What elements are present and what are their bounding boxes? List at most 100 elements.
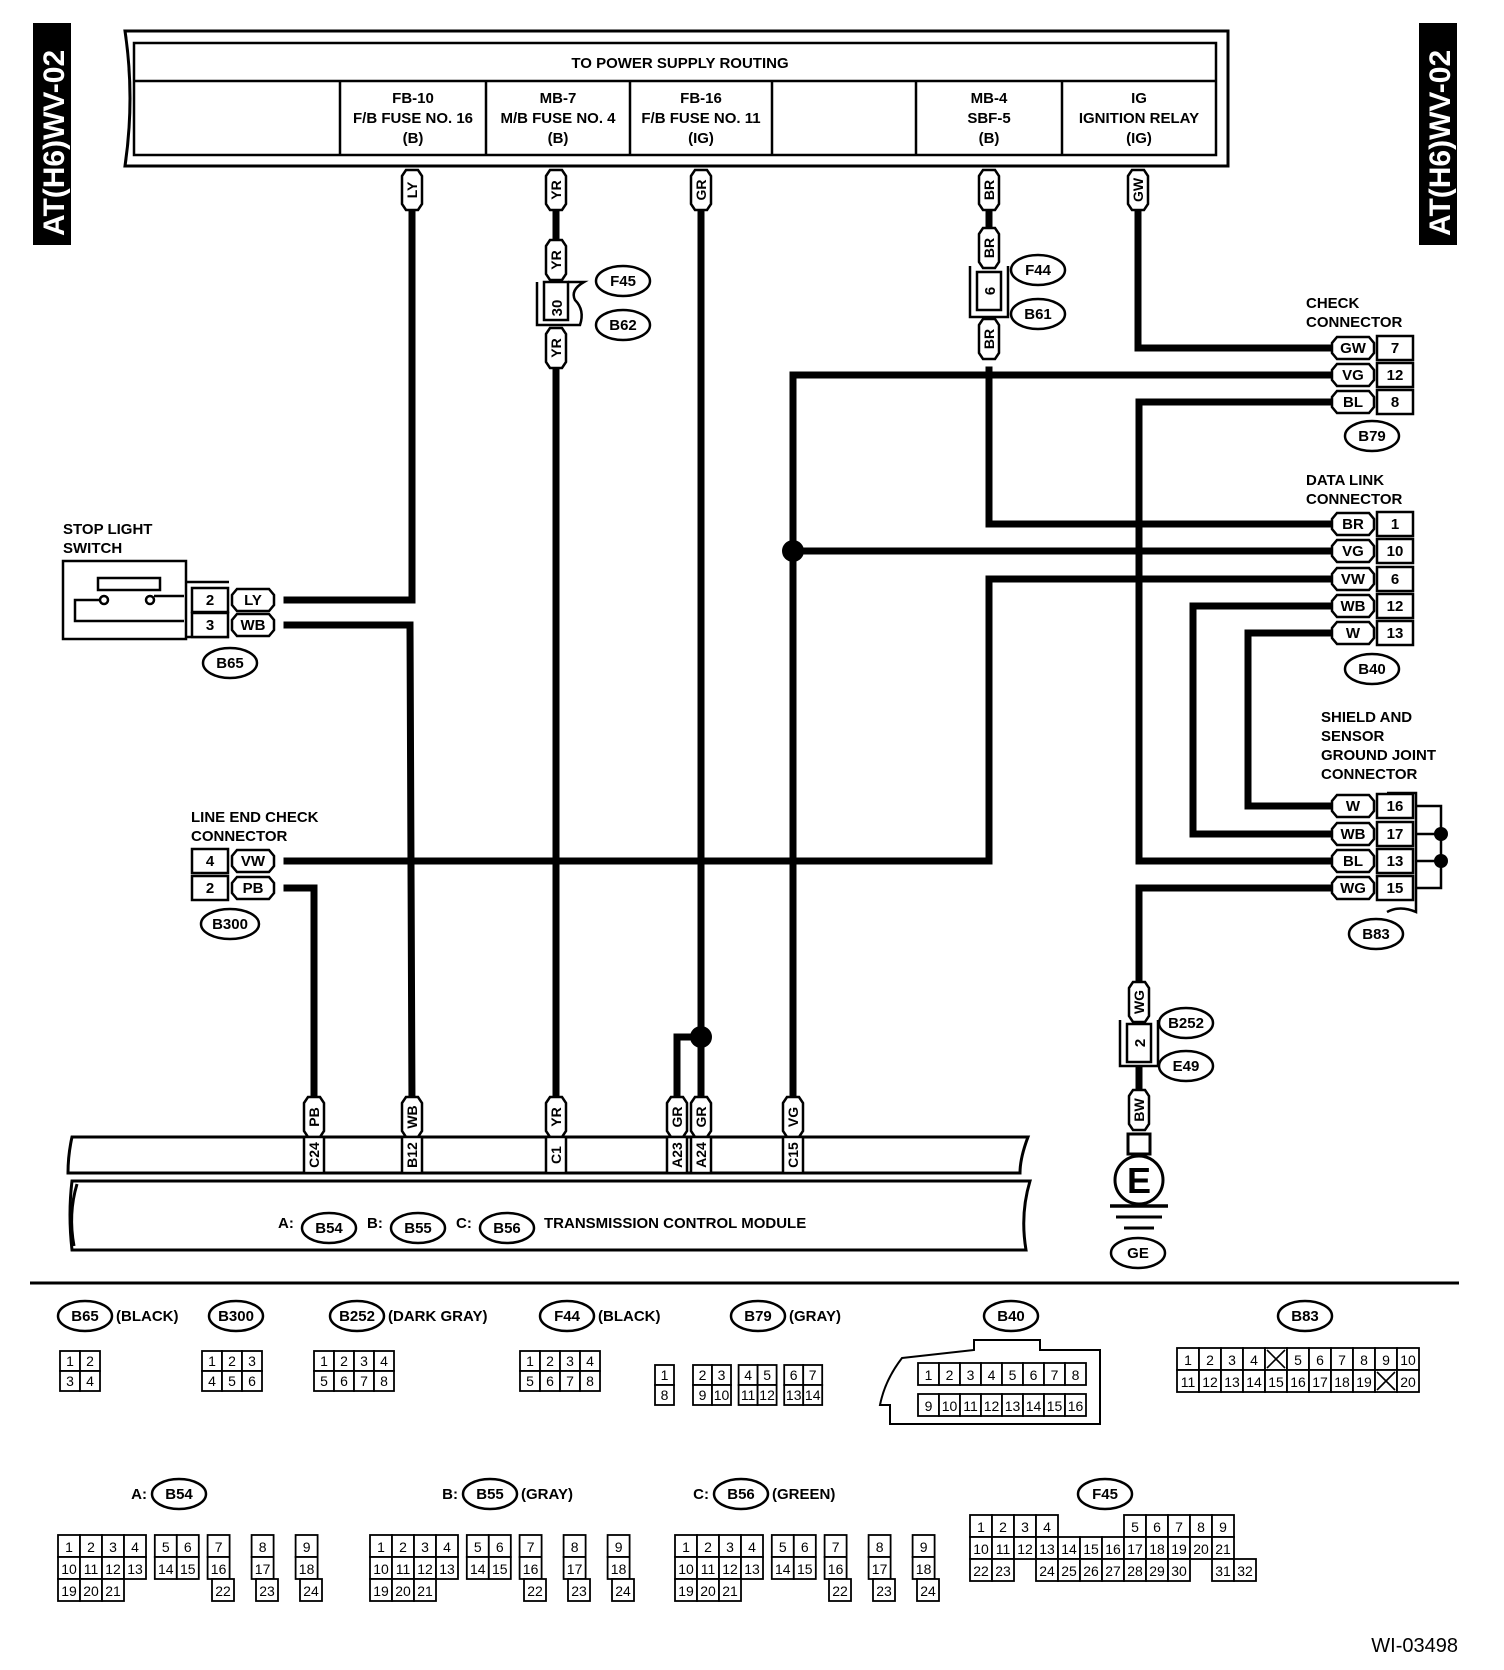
pin-number: 5	[763, 1367, 771, 1383]
oval-b54-text: B54	[315, 1220, 343, 1237]
pin-number: 6	[1316, 1352, 1324, 1368]
pin-number: 2	[546, 1353, 554, 1369]
tcm-pin: A24	[689, 1135, 713, 1175]
tcm-wire-tag: GR	[689, 1095, 713, 1139]
pin-number: 4	[586, 1353, 594, 1369]
pin-number: 30	[1171, 1563, 1187, 1579]
pin-number: 2	[87, 1539, 95, 1555]
line-end-row-wire: VW	[241, 853, 266, 870]
oval-e49: E49	[1157, 1049, 1215, 1083]
shield-row-pin: 16	[1387, 798, 1404, 815]
oval-e49-text: E49	[1173, 1058, 1200, 1075]
tcm-pin-text: C15	[785, 1142, 801, 1168]
pin-number: 32	[1237, 1563, 1253, 1579]
check-connector-row-wire: VG	[1342, 367, 1364, 384]
fuse-mb4-line2: SBF-5	[967, 110, 1010, 127]
pin-number: 13	[1039, 1541, 1055, 1557]
pin-number: 24	[615, 1583, 631, 1599]
pin-number: 3	[1228, 1352, 1236, 1368]
wire-tag-top: GW	[1126, 168, 1150, 212]
splice-gr	[690, 1026, 712, 1048]
inline-connector-f44-b61	[968, 266, 1010, 319]
stop-switch-row-wire: WB	[241, 617, 266, 634]
pin-number: 9	[1219, 1519, 1227, 1535]
pin-number: 5	[320, 1373, 328, 1389]
pin-number: 11	[84, 1561, 99, 1577]
b252-e49-pin: 2	[1132, 1039, 1149, 1047]
splice-vg	[782, 540, 804, 562]
pin-number: 22	[832, 1583, 848, 1599]
tcm-pin: C1	[544, 1135, 568, 1175]
pin-number: 10	[714, 1387, 730, 1403]
wire-wb-stop	[283, 621, 416, 1112]
wire-tag-f44-bottom: BR	[977, 317, 1001, 361]
pin-number: 19	[61, 1583, 77, 1599]
pin-number: 4	[86, 1373, 94, 1389]
connector-view-id: B40	[997, 1308, 1025, 1325]
wire-tag-f44-bottom-text: BR	[981, 329, 997, 349]
tcm-pin-text: C1	[548, 1146, 564, 1164]
pin-number: 4	[988, 1367, 996, 1383]
shield-row-pin: 15	[1387, 880, 1404, 897]
connector-view-id: F44	[554, 1308, 581, 1325]
pin-number: 7	[215, 1539, 223, 1555]
wire-tag-top-text: LY	[404, 181, 420, 198]
wire-tag-top: LY	[400, 168, 424, 212]
pin-number: 1	[377, 1539, 385, 1555]
wire-br	[985, 366, 1336, 528]
connector-view-id: B83	[1291, 1308, 1319, 1325]
pin-number: 13	[786, 1387, 802, 1403]
inline-connector-b252-e49	[1118, 1020, 1160, 1068]
pin-number: 12	[759, 1387, 775, 1403]
pin-number: 5	[474, 1539, 482, 1555]
pin-number: 1	[682, 1539, 690, 1555]
oval-b300-text: B300	[212, 916, 248, 933]
oval-b65-text: B65	[216, 655, 244, 672]
pin-number: 14	[470, 1561, 486, 1577]
pin-number: 13	[1005, 1398, 1021, 1414]
check-connector-title2: CONNECTOR	[1306, 314, 1403, 331]
wire-tag-top-text: BR	[981, 180, 997, 200]
pin-number: 9	[920, 1539, 928, 1555]
pin-number: 4	[208, 1373, 216, 1389]
shield-row-pin: 17	[1387, 826, 1404, 843]
pin-number: 6	[1030, 1367, 1038, 1383]
pin-number: 12	[984, 1398, 1000, 1414]
pin-number: 1	[661, 1367, 669, 1383]
pin-number: 20	[83, 1583, 99, 1599]
fuse-mb7-line1: MB-7	[540, 90, 577, 107]
wire-wg	[1135, 884, 1336, 994]
pin-number: 20	[1400, 1374, 1416, 1390]
pin-number: 4	[1043, 1519, 1051, 1535]
stop-switch-row-pin: 2	[206, 592, 214, 609]
pin-number: 12	[417, 1561, 433, 1577]
pin-number: 10	[942, 1398, 958, 1414]
stop-light-title1: STOP LIGHT	[63, 521, 152, 538]
stop-light-title2: SWITCH	[63, 540, 122, 557]
pin-number: 7	[1051, 1367, 1059, 1383]
pin-number: 20	[700, 1583, 716, 1599]
connector-view-id: B55	[476, 1486, 504, 1503]
dlc-row-wire: VW	[1341, 571, 1366, 588]
pin-number: 4	[443, 1539, 451, 1555]
dlc-title1: DATA LINK	[1306, 472, 1384, 489]
pin-number: 18	[611, 1561, 627, 1577]
oval-f45: F45	[594, 264, 652, 298]
connector-view-id: B300	[218, 1308, 254, 1325]
line-end-title2: CONNECTOR	[191, 828, 288, 845]
fuse-fb16-line1: FB-16	[680, 90, 722, 107]
pin-number: 21	[105, 1583, 121, 1599]
shield-row-wire: W	[1346, 798, 1361, 815]
wire-tag-top: YR	[544, 168, 568, 212]
pin-number: 4	[1250, 1352, 1258, 1368]
tcm-label: TRANSMISSION CONTROL MODULE	[544, 1215, 806, 1232]
pin-number: 8	[571, 1539, 579, 1555]
pin-number: 5	[162, 1539, 170, 1555]
pin-number: 8	[259, 1539, 267, 1555]
tcm-pin: C24	[302, 1135, 326, 1175]
